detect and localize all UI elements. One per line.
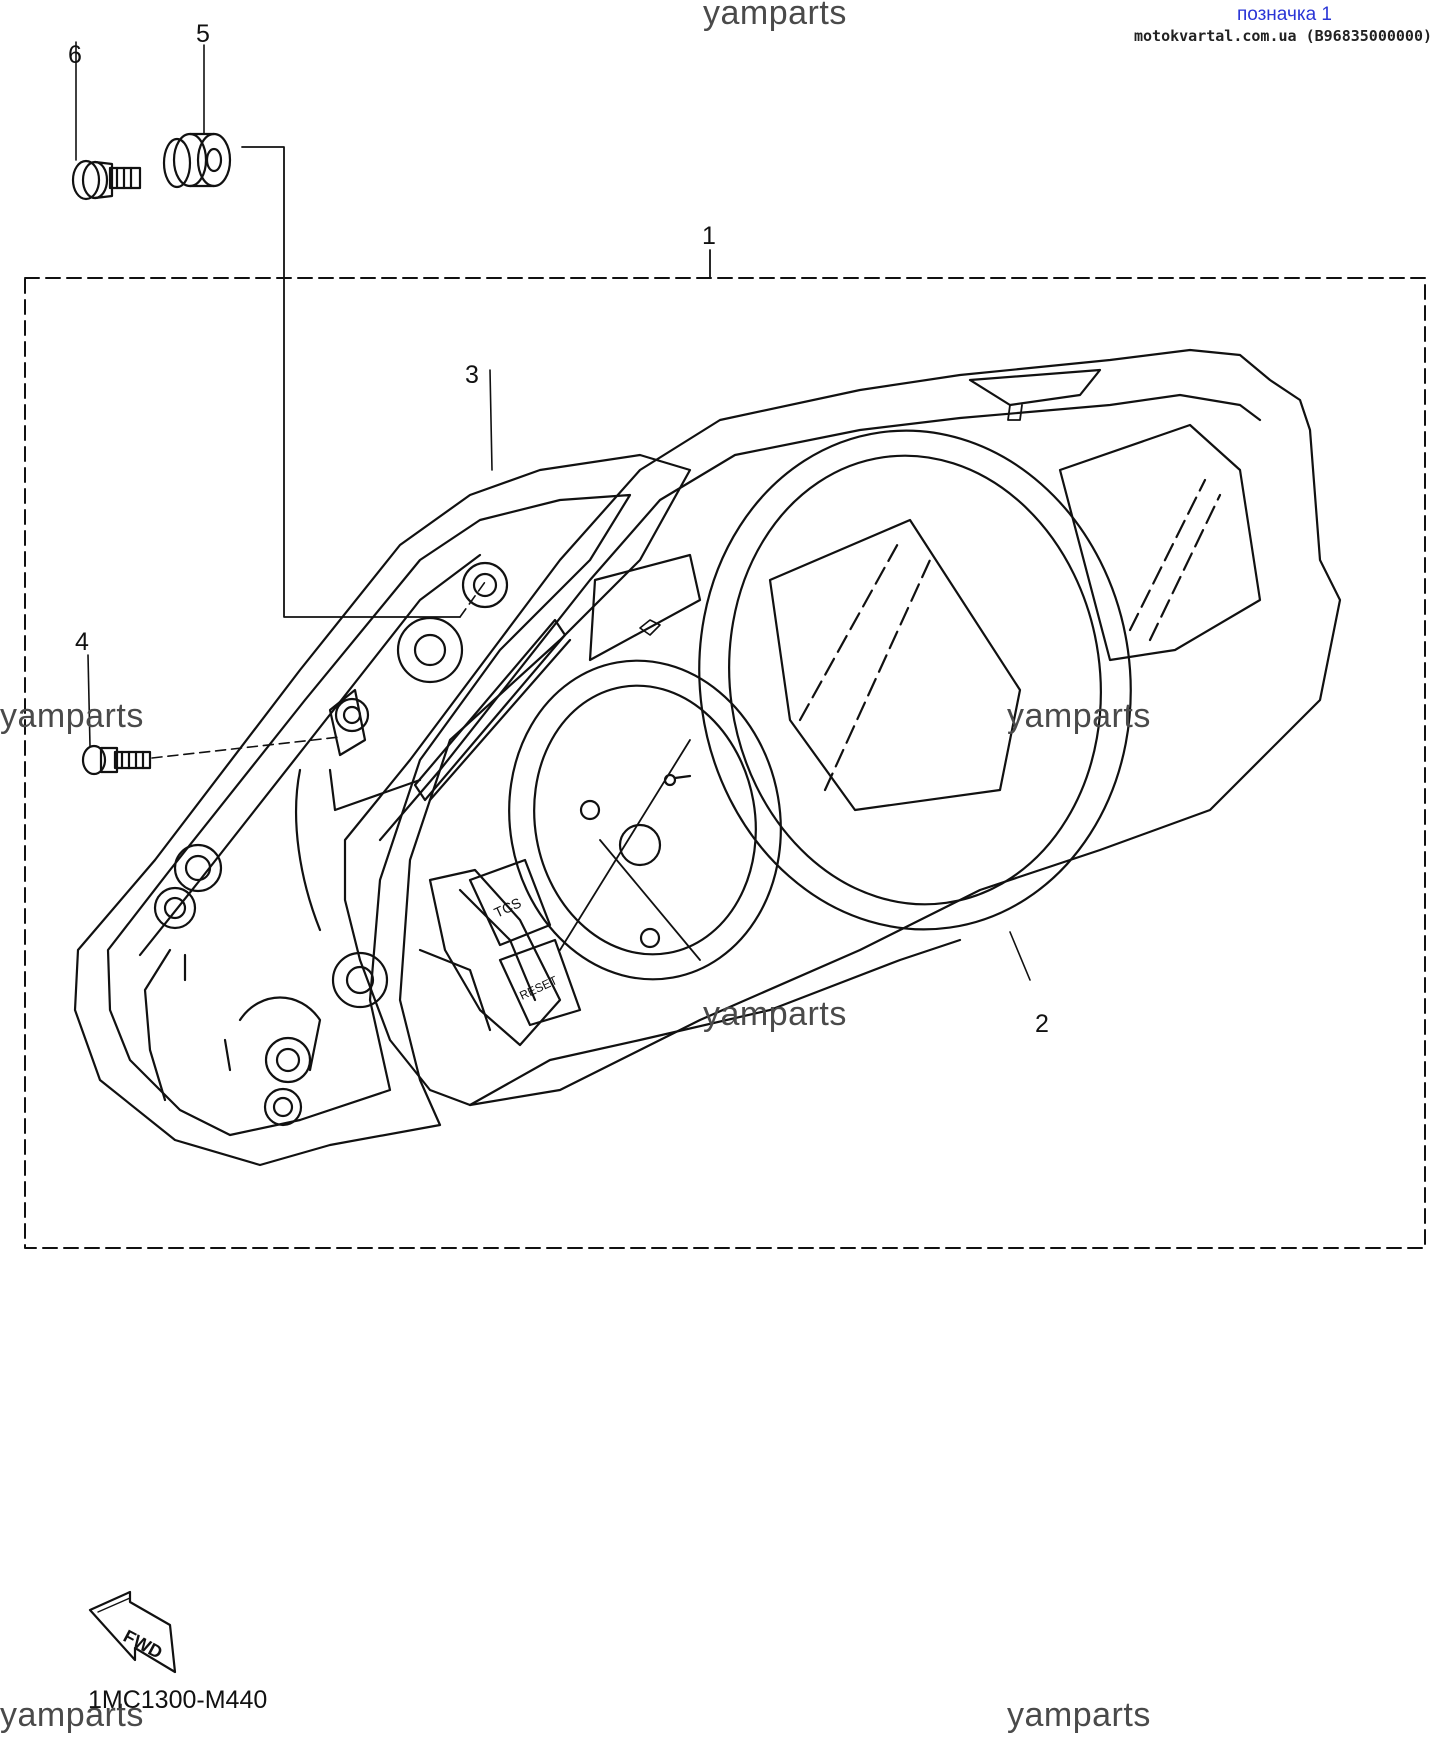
watermark-bottom-right: yamparts xyxy=(1007,1696,1151,1734)
part-5-grommet xyxy=(162,44,232,189)
assembly-dashed-box xyxy=(24,277,1426,1249)
part-3-rear-case xyxy=(73,369,692,1167)
tcs-button-outline xyxy=(468,858,552,947)
tachometer-ring xyxy=(698,429,1132,931)
callout-part-3[interactable]: 3 xyxy=(465,361,479,389)
leader-line-5-dash xyxy=(459,581,486,618)
callout-part-6[interactable]: 6 xyxy=(68,41,82,69)
callout-part-4[interactable]: 4 xyxy=(75,628,89,656)
speedometer-dial xyxy=(508,659,782,981)
watermark-center: yamparts xyxy=(703,995,847,1033)
reset-label: RESET xyxy=(517,973,560,1003)
part-2-meter-cover xyxy=(343,348,1342,1107)
callout-part-2[interactable]: 2 xyxy=(1035,1010,1049,1038)
fwd-arrow-icon: FWD xyxy=(88,1590,177,1674)
watermark-right: yamparts xyxy=(1007,697,1151,735)
lcd-window xyxy=(1058,423,1262,662)
reset-button-outline xyxy=(498,938,582,1027)
watermark-bottom-left: yamparts xyxy=(0,1696,144,1734)
part-6-screw xyxy=(71,41,142,201)
fwd-label: FWD xyxy=(120,1626,166,1663)
callout-part-5[interactable]: 5 xyxy=(196,20,210,48)
tcs-label: TCS xyxy=(492,894,524,920)
callout-part-1[interactable]: 1 xyxy=(702,222,716,250)
leader-line-5 xyxy=(241,146,461,618)
part-mark-link[interactable]: позначка 1 xyxy=(1236,4,1332,25)
part-4-screw xyxy=(81,654,341,776)
site-info: позначка 1 motokvartal.com.ua (B96835000… xyxy=(1134,4,1432,46)
site-reference: motokvartal.com.ua (B96835000000) xyxy=(1133,27,1432,45)
watermark-top: yamparts xyxy=(703,0,847,32)
watermark-left: yamparts xyxy=(0,697,144,735)
drawing-code: 1MC1300-M440 xyxy=(88,1686,268,1714)
